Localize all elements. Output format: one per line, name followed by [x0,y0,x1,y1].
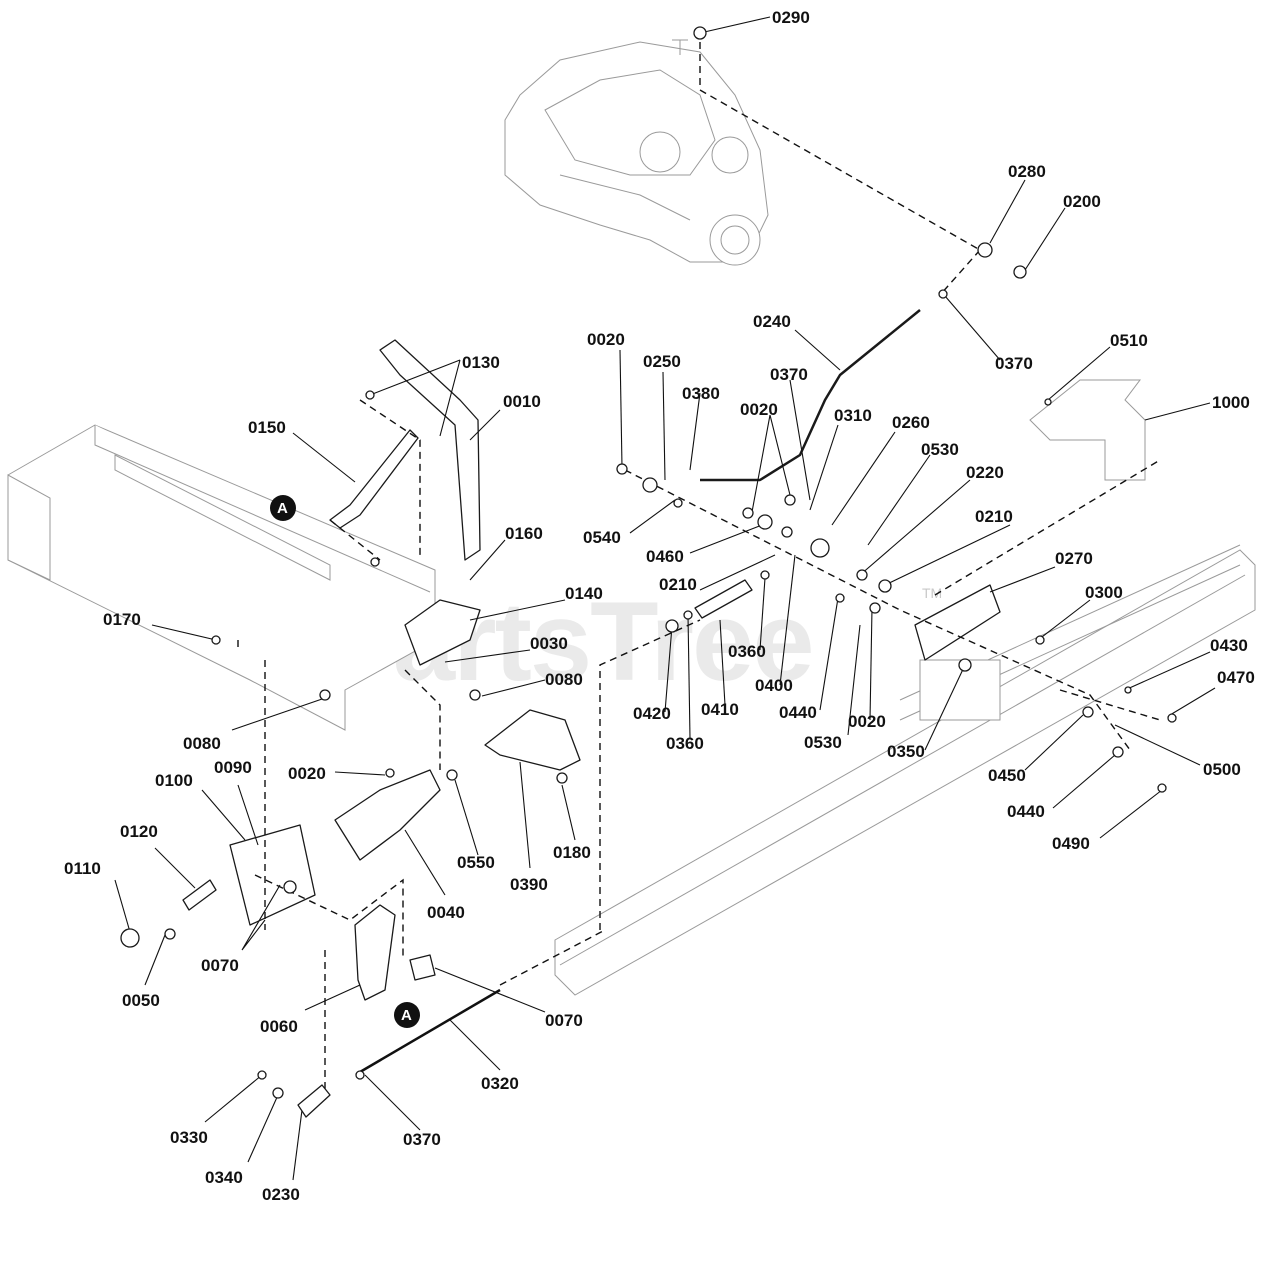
callout: 0400 [755,676,793,695]
ref-marker-a-upper-label: A [277,500,288,517]
callout: 0380 [682,384,720,403]
callout: 0270 [1055,549,1093,568]
callout: 0370 [995,354,1033,373]
callout: 0050 [122,991,160,1010]
callout: 0030 [530,634,568,653]
callout: 0080 [545,670,583,689]
callout: 0080 [183,734,221,753]
callout: 0210 [975,507,1013,526]
callout: 0240 [753,312,791,331]
callout: 0170 [103,610,141,629]
callout: 0460 [646,547,684,566]
callout: 0120 [120,822,158,841]
callout: 0040 [427,903,465,922]
frame-rails [7,424,1256,996]
callout: 0230 [262,1185,300,1204]
bracket-0090 [229,824,316,926]
ref-marker-a-lower-label: A [401,1007,412,1024]
callout: 0280 [1008,162,1046,181]
assembly-lines [237,30,1161,1100]
callout: 0420 [633,704,671,723]
callout: 0310 [834,406,872,425]
callout: 0390 [510,875,548,894]
spring-0410 [694,579,753,619]
plate-1000 [1029,379,1146,481]
ref-marker-a-upper: A [270,495,296,521]
callout: 0490 [1052,834,1090,853]
callout: 0290 [772,8,810,27]
callout: 0020 [288,764,326,783]
callout: 0140 [565,584,603,603]
callout: 0510 [1110,331,1148,350]
callout: 0250 [643,352,681,371]
callout: 0530 [804,733,842,752]
callout: 0440 [1007,802,1045,821]
callout: 0450 [988,766,1026,785]
callout: 0350 [887,742,925,761]
spring-0120 [182,879,217,911]
callout: 0430 [1210,636,1248,655]
callout: 0210 [659,575,697,594]
callout: 0440 [779,703,817,722]
callout: 0020 [740,400,778,419]
plate-0270 [914,584,1001,661]
callout: 0200 [1063,192,1101,211]
callout: 0300 [1085,583,1123,602]
callout: 0220 [966,463,1004,482]
callout: 0260 [892,413,930,432]
callout: 0370 [403,1130,441,1149]
callout: 0020 [587,330,625,349]
callout: 0090 [214,758,252,777]
control-rod-0240 [700,309,921,482]
pedal-0390 [484,709,581,771]
callout: 0360 [666,734,704,753]
lever-bracket-0040 [334,769,441,861]
callout: 0070 [201,956,239,975]
callout: 0530 [921,440,959,459]
callout: 0130 [462,353,500,372]
callout: 0410 [701,700,739,719]
lever-base-0140 [404,599,481,666]
cable-0320 [359,988,501,1074]
hardware [120,26,1177,1118]
bushing-0070 [409,954,436,981]
cam-0060 [354,904,396,1001]
watermark-tm: TM [922,585,942,601]
gas-spring-0150 [329,429,419,529]
callout: 0020 [848,712,886,731]
ref-marker-a-lower: A [394,1002,420,1028]
callout: 0150 [248,418,286,437]
callout: 0340 [205,1168,243,1187]
callout: 0540 [583,528,621,547]
callout: 0330 [170,1128,208,1147]
callout: 0370 [770,365,808,384]
callout: 0360 [728,642,766,661]
callout: 0060 [260,1017,298,1036]
callout: 0470 [1217,668,1255,687]
hand-lever-0010 [379,339,481,561]
callout: 0110 [64,859,101,878]
callout: 0500 [1203,760,1241,779]
callout: 0100 [155,771,193,790]
leader-lines [114,16,1216,1181]
transaxle-assembly [504,39,769,266]
callout: 0010 [503,392,541,411]
callout: 1000 [1212,393,1250,412]
callout: 0550 [457,853,495,872]
callout: 0160 [505,524,543,543]
callout-labels: 0290 0280 0200 0370 0240 0020 0250 0380 … [64,8,1255,1204]
callout: 0180 [553,843,591,862]
callout: 0320 [481,1074,519,1093]
callout: 0070 [545,1011,583,1030]
